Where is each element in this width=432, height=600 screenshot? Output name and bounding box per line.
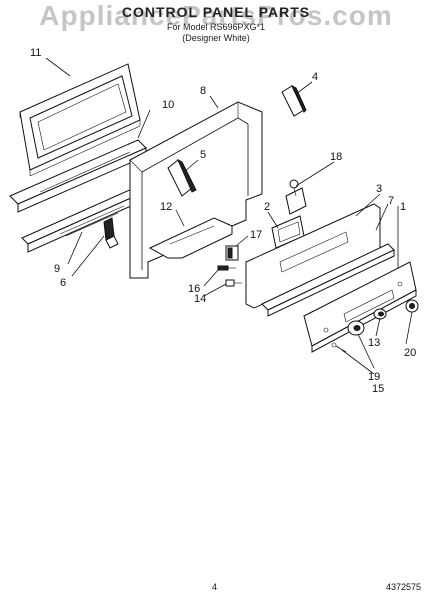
page-title: CONTROL PANEL PARTS <box>121 4 311 20</box>
callout-2: 2 <box>264 201 270 213</box>
part-11-frame <box>19 63 141 177</box>
part-18-timer <box>285 179 307 215</box>
callout-10: 10 <box>162 99 174 111</box>
callout-14: 14 <box>194 293 206 305</box>
callout-8: 8 <box>200 85 206 97</box>
document-number: 4372575 <box>386 582 422 592</box>
callout-12: 12 <box>160 201 172 213</box>
part-20-knob <box>405 299 419 313</box>
part-12-plate <box>148 217 233 259</box>
part-14-hardware <box>225 279 242 287</box>
callout-15: 15 <box>372 383 384 395</box>
page-number: 4 <box>212 582 218 592</box>
callout-19: 19 <box>368 371 380 383</box>
callout-4: 4 <box>312 71 318 83</box>
callout-11: 11 <box>30 47 41 59</box>
callout-1: 1 <box>400 201 406 213</box>
callout-20: 20 <box>404 347 416 359</box>
callout-18: 18 <box>330 151 342 163</box>
callout-6: 6 <box>60 277 66 289</box>
part-13-knob <box>373 308 387 320</box>
callout-5: 5 <box>200 149 206 161</box>
part-6-clip <box>103 217 119 249</box>
callout-13: 13 <box>368 337 380 349</box>
part-19-knob <box>347 320 365 336</box>
callout-3: 3 <box>376 183 382 195</box>
part-17-switch <box>225 245 239 261</box>
leader-lines <box>45 57 413 375</box>
callout-labels: 11 10 8 4 5 18 3 7 1 2 12 17 9 6 16 14 1… <box>30 47 416 395</box>
part-16-hardware <box>217 265 236 271</box>
callout-16: 16 <box>188 283 200 295</box>
part-4-bracket <box>281 84 307 117</box>
part-5-bracket <box>167 158 197 197</box>
callout-9: 9 <box>54 263 60 275</box>
part-7-trim <box>261 243 395 317</box>
callout-17: 17 <box>250 229 262 241</box>
part-10-trim-strip <box>9 139 147 213</box>
part-15-spring <box>331 342 347 353</box>
callout-7: 7 <box>388 195 394 207</box>
part-1-control-panel <box>303 261 417 353</box>
color-line: (Designer White) <box>182 33 250 43</box>
model-line: For Model RS696PXG*1 <box>166 22 266 32</box>
watermark: AppliancePartsPros.com <box>39 0 393 31</box>
